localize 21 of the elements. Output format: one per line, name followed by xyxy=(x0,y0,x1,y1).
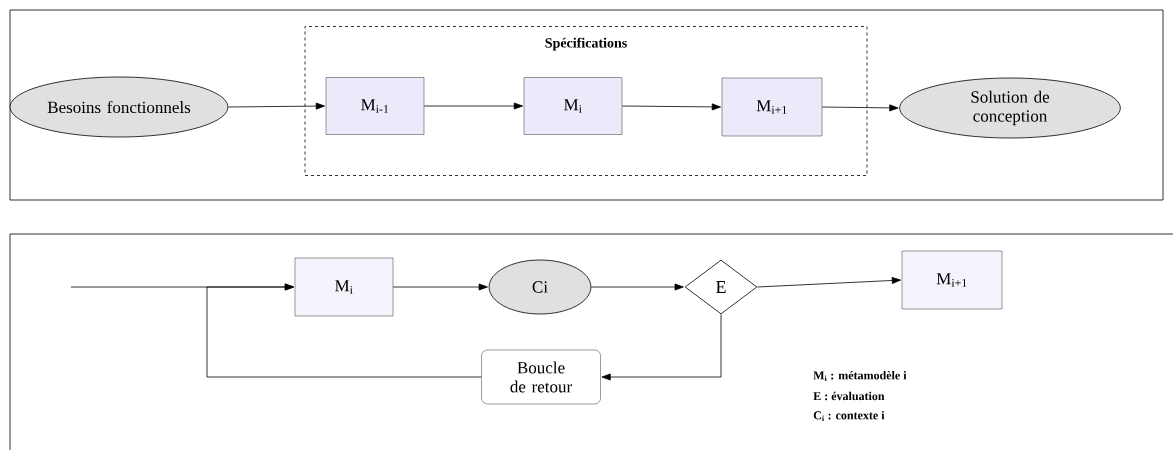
ellipse-node: Solution de conception xyxy=(899,77,1121,139)
model-box: M$_{i}$ xyxy=(523,77,623,135)
ellipse-node: Besoins fonctionnels xyxy=(9,76,229,138)
ellipse-node: Ci xyxy=(488,259,592,315)
arrow xyxy=(621,103,721,111)
legend-text: M$_{i}$ : métamodèle i xyxy=(813,370,907,382)
loop-box: Boucle de retour xyxy=(481,349,601,405)
arrow xyxy=(206,283,482,378)
arrow xyxy=(601,314,722,381)
model-box: M$_{i-1}$ xyxy=(325,77,425,135)
legend-text: E : évaluation xyxy=(813,391,885,401)
legend-text: C$_{i}$ : contexte i xyxy=(813,410,885,422)
arrow xyxy=(423,102,523,110)
model-box: M$_{i+1}$ xyxy=(721,77,823,137)
model-box: M$_{i}$ xyxy=(294,257,394,317)
model-box: M$_{i+1}$ xyxy=(901,250,1003,310)
arrow xyxy=(821,104,899,112)
arrow xyxy=(227,102,325,110)
arrow xyxy=(392,283,488,291)
arrow xyxy=(590,283,684,291)
arrow xyxy=(757,277,901,288)
